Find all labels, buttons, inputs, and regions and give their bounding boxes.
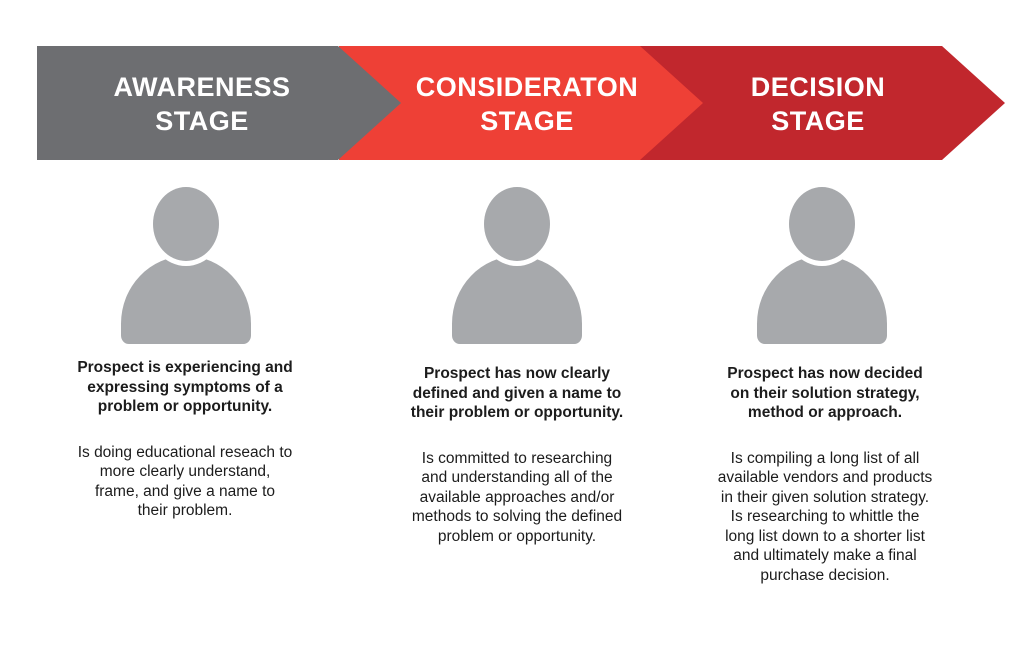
banner-label-line: STAGE	[155, 106, 249, 136]
person-torso	[757, 256, 887, 344]
description-line: problem or opportunity.	[437, 527, 597, 545]
banner-label-line: DECISION	[750, 72, 886, 102]
banner-label-line: AWARENESS	[113, 72, 291, 102]
consideration-stage-text: Prospect has now clearly defined and giv…	[367, 364, 667, 546]
consideration-stage-label: CONSIDERATON STAGE	[377, 70, 677, 138]
stage-heading: Prospect has now clearly defined and giv…	[367, 364, 667, 423]
banner-label-line: CONSIDERATON	[415, 72, 639, 102]
person-head	[484, 187, 550, 261]
description-line: more clearly understand,	[99, 463, 271, 480]
heading-line: on their solution strategy,	[730, 384, 920, 402]
person-icon	[757, 187, 887, 344]
description-line: available vendors and products	[717, 469, 933, 486]
heading-line: their problem or opportunity.	[410, 404, 624, 421]
stage-description: Is doing educational reseach to more cle…	[35, 443, 335, 521]
decision-stage-text: Prospect has now decided on their soluti…	[675, 364, 975, 585]
description-line: Is researching to whittle the	[730, 508, 920, 525]
person-head	[153, 187, 219, 261]
heading-line: Prospect is experiencing and	[77, 359, 293, 376]
person-icon	[121, 187, 251, 344]
description-line: Is compiling a long list of all	[730, 449, 920, 467]
heading-line: expressing symptoms of a	[87, 378, 283, 396]
person-torso	[452, 256, 582, 344]
description-line: Is committed to researching	[421, 449, 613, 467]
stage-description: Is committed to researching and understa…	[367, 449, 667, 547]
description-line: long list down to a shorter list	[725, 527, 925, 545]
stage-description: Is compiling a long list of all availabl…	[675, 449, 975, 586]
person-icon	[452, 187, 582, 344]
heading-line: method or approach.	[747, 404, 903, 421]
banner-label-line: STAGE	[480, 106, 574, 136]
heading-line: defined and given a name to	[412, 384, 622, 402]
description-line: purchase decision.	[760, 566, 890, 584]
person-head	[789, 187, 855, 261]
decision-stage-label: DECISION STAGE	[668, 70, 968, 138]
awareness-stage-text: Prospect is experiencing and expressing …	[35, 358, 335, 521]
stage-heading: Prospect is experiencing and expressing …	[35, 358, 335, 417]
awareness-stage-label: AWARENESS STAGE	[52, 70, 352, 138]
awareness-stage-arrow	[37, 46, 401, 160]
description-line: methods to solving the defined	[411, 508, 623, 525]
description-line: in their given solution strategy.	[720, 488, 930, 506]
description-line: and understanding all of the	[421, 469, 613, 486]
description-line: frame, and give a name to	[94, 482, 276, 500]
description-line: their problem.	[137, 502, 233, 519]
heading-line: Prospect has now clearly	[423, 365, 611, 382]
banner-label-line: STAGE	[771, 106, 865, 136]
heading-line: Prospect has now decided	[727, 365, 923, 382]
description-line: available approaches and/or	[419, 488, 615, 506]
description-line: and ultimately make a final	[733, 547, 917, 564]
heading-line: problem or opportunity.	[97, 398, 273, 415]
person-torso	[121, 256, 251, 344]
description-line: Is doing educational reseach to	[77, 443, 293, 461]
stage-heading: Prospect has now decided on their soluti…	[675, 364, 975, 423]
